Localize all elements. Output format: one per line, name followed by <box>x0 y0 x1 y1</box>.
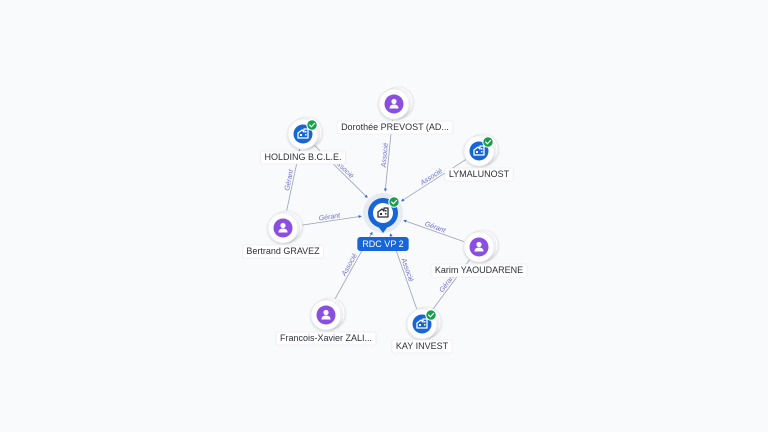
verified-check-icon <box>482 136 494 148</box>
node-label: Francois-Xavier ZALI... <box>275 331 377 346</box>
building-icon <box>416 318 428 329</box>
node-label: HOLDING B.C.L.E. <box>260 150 346 165</box>
svg-text:Francois-Xavier ZALI...: Francois-Xavier ZALI... <box>280 333 372 343</box>
node-label: Bertrand GRAVEZ <box>242 244 324 259</box>
center-node[interactable]: RDC VP 2 <box>357 193 409 251</box>
node-label: KAY INVEST <box>391 339 453 354</box>
svg-text:Dorothée PREVOST (AD...: Dorothée PREVOST (AD... <box>341 122 449 132</box>
svg-text:LYMALUNOST: LYMALUNOST <box>449 169 510 179</box>
building-icon <box>473 145 485 156</box>
building-icon <box>377 207 389 218</box>
node-bertrand[interactable]: Bertrand GRAVEZ <box>242 210 324 259</box>
person-icon <box>278 222 288 233</box>
node-holding[interactable]: HOLDING B.C.L.E. <box>260 116 346 165</box>
node-karim[interactable]: Karim YAOUDARENE <box>430 229 528 278</box>
edge-label: Gérant <box>284 168 296 191</box>
node-kay[interactable]: KAY INVEST <box>391 306 453 354</box>
node-dorothee[interactable]: Dorothée PREVOST (AD... <box>336 86 454 135</box>
edge-line <box>298 215 362 227</box>
svg-text:KAY INVEST: KAY INVEST <box>396 341 449 351</box>
svg-text:RDC VP 2: RDC VP 2 <box>362 239 403 249</box>
person-icon <box>321 309 331 320</box>
node-lymalunost[interactable]: LYMALUNOST <box>444 133 514 182</box>
svg-text:Karim YAOUDARENE: Karim YAOUDARENE <box>435 265 523 275</box>
verified-check-icon <box>425 309 437 321</box>
edge-bertrand-center: Gérant <box>298 212 362 227</box>
edge-karim-center: Gérant <box>403 219 465 243</box>
person-icon <box>389 98 399 109</box>
edge-label: Gérant <box>424 221 448 235</box>
edge-label: Associé <box>340 252 359 278</box>
edge-line <box>403 219 465 243</box>
center-label: RDC VP 2 <box>357 237 409 251</box>
edge-label: Associé <box>399 257 414 283</box>
svg-text:Bertrand GRAVEZ: Bertrand GRAVEZ <box>246 246 320 256</box>
verified-check-icon <box>388 196 400 208</box>
person-icon <box>474 241 484 252</box>
edge-label: Associé <box>419 168 444 188</box>
node-francois[interactable]: Francois-Xavier ZALI... <box>275 297 377 346</box>
nodes-layer: HOLDING B.C.L.E. Dorothée PREVOST (AD... L… <box>242 86 528 354</box>
edge-line <box>401 159 466 202</box>
node-label: Dorothée PREVOST (AD... <box>336 120 454 135</box>
verified-check-icon <box>306 119 318 131</box>
edge-label: Gérant <box>318 212 341 222</box>
node-label: Karim YAOUDARENE <box>430 263 528 278</box>
svg-text:HOLDING B.C.L.E.: HOLDING B.C.L.E. <box>264 152 341 162</box>
edge-label: Associé <box>381 143 391 169</box>
building-icon <box>297 128 309 139</box>
node-label: LYMALUNOST <box>444 167 514 182</box>
